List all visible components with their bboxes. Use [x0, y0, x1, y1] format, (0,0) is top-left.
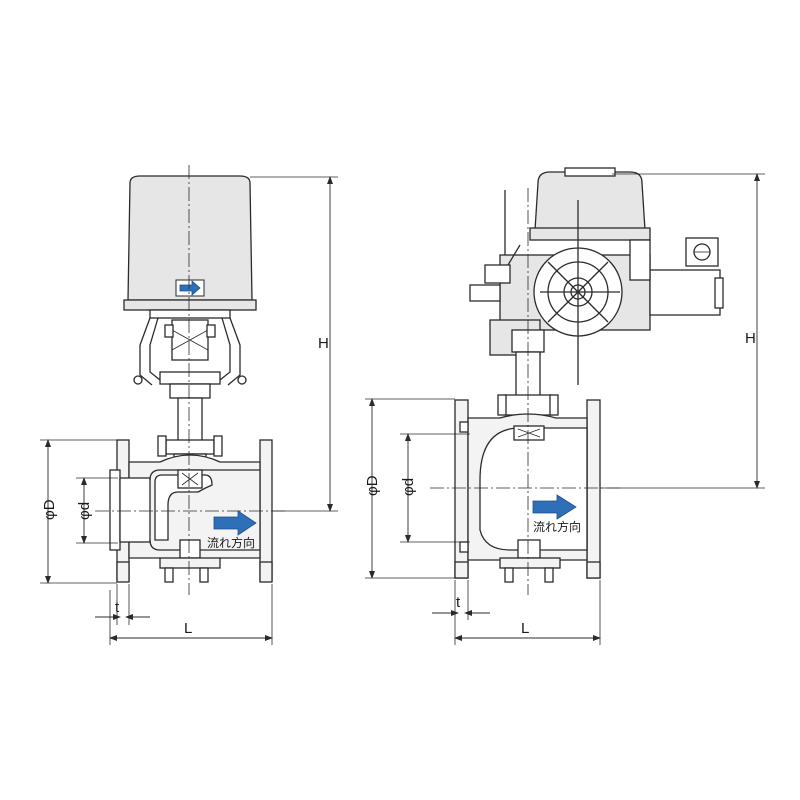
left-stem: [157, 397, 223, 467]
left-height-label: H: [318, 335, 329, 352]
left-flow-direction-label: 流れ方向: [207, 535, 255, 550]
actuator-direction-arrow-icon: [175, 279, 205, 297]
right-dimension-inner-diameter: φd: [400, 433, 470, 543]
left-dimension-outer-diameter: φD: [40, 439, 117, 584]
left-valve-body: [109, 439, 273, 583]
left-dimension-thickness: t: [95, 584, 150, 625]
right-inner-diameter-label: φd: [400, 478, 417, 496]
right-actuator: [529, 167, 651, 241]
right-flow-arrow-icon: [532, 494, 577, 520]
left-thickness-label: t: [115, 599, 120, 616]
left-flow-arrow-icon: [213, 510, 257, 536]
right-height-label: H: [745, 330, 756, 347]
right-dimension-length: L: [454, 580, 601, 645]
left-dimension-length: L: [109, 584, 273, 645]
right-valve-view: 流れ方向 H φD φd: [364, 167, 765, 645]
left-length-label: L: [184, 620, 192, 637]
right-stem: [497, 329, 559, 416]
left-yoke: [133, 317, 247, 399]
left-actuator: [123, 175, 257, 319]
right-flow-direction-label: 流れ方向: [533, 519, 581, 534]
right-valve-body: [454, 399, 601, 583]
right-dimension-h: H: [600, 173, 765, 489]
left-outer-diameter-label: φD: [41, 499, 58, 520]
right-length-label: L: [521, 620, 529, 637]
left-valve-view: 流れ方向 H φD φd: [40, 165, 338, 645]
right-outer-diameter-label: φD: [364, 475, 381, 496]
right-gearbox: [469, 190, 724, 385]
right-thickness-label: t: [456, 594, 461, 611]
left-inner-diameter-label: φd: [76, 502, 93, 520]
right-dimension-thickness: t: [432, 580, 490, 620]
right-dimension-outer-diameter: φD: [364, 398, 455, 579]
left-dimension-h: H: [250, 176, 338, 512]
left-dimension-inner-diameter: φd: [76, 477, 118, 544]
